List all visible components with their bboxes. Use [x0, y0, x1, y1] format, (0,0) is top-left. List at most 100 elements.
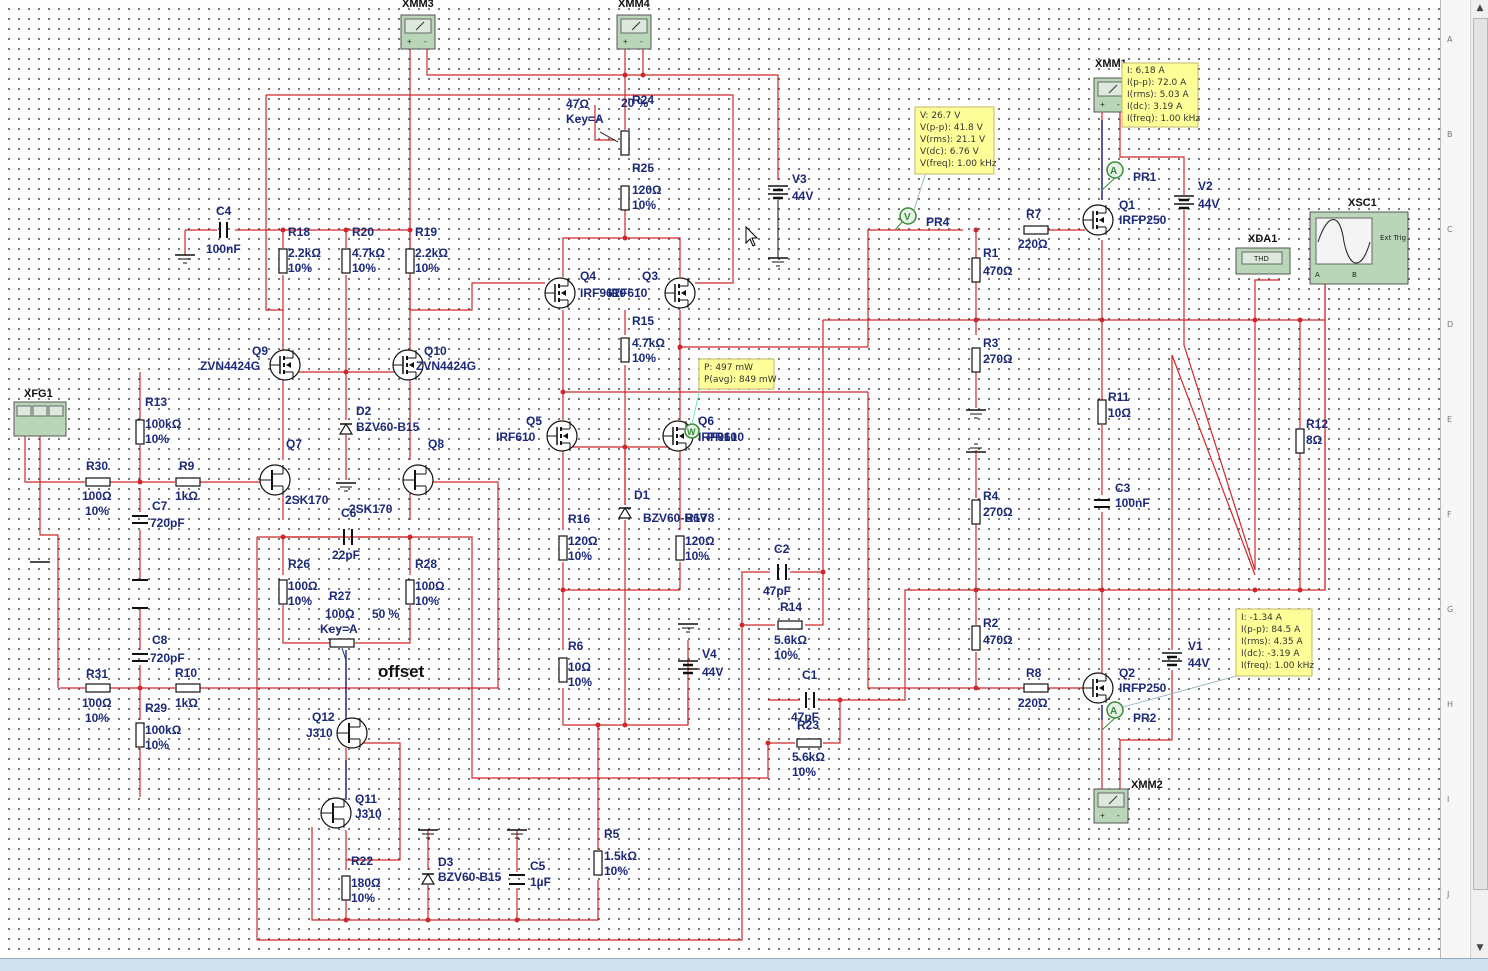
xda1-label: XDA1	[1248, 233, 1277, 245]
r12-name: R12	[1306, 417, 1328, 431]
r6-tol: 10%	[568, 675, 592, 689]
r4-value: 270Ω	[983, 505, 1013, 519]
resistor-r9[interactable]: R9 1kΩ	[175, 459, 201, 503]
distortion-analyzer-xda1[interactable]: THD XDA1	[1235, 233, 1291, 275]
zener-d3[interactable]: D3 BZV60-B15	[417, 829, 502, 885]
r28-tol: 10%	[415, 594, 439, 608]
q8-part: 2SK170	[349, 502, 393, 516]
xmm4-label: XMM4	[618, 0, 651, 10]
mosfet-q2[interactable]: Q2 IRFP250	[1082, 666, 1167, 704]
capacitor-c7[interactable]: C7 720pF	[132, 499, 185, 581]
multimeter-xmm1[interactable]: XMM1	[1093, 58, 1129, 113]
resistor-r3[interactable]: R3 270Ω	[965, 336, 1013, 419]
mosfet-q6[interactable]: Q6 IRF9610	[662, 414, 744, 452]
schematic-diagram[interactable]: +-	[0, 0, 1440, 958]
v1-name: V1	[1188, 639, 1203, 653]
resistor-r11[interactable]: R11 10Ω	[1097, 390, 1131, 425]
resistor-r10[interactable]: R10 1kΩ	[175, 666, 201, 710]
mosfet-q5[interactable]: Q5 IRF610	[496, 414, 578, 452]
r28-name: R28	[415, 557, 437, 571]
c4-value: 100nF	[206, 242, 241, 256]
resistor-r14[interactable]: R14 5.6kΩ 10%	[774, 600, 807, 662]
resistor-r12[interactable]: R12 8Ω	[1295, 417, 1328, 454]
r30-name: R30	[86, 459, 108, 473]
mosfet-q3[interactable]: Q3 IRF610	[608, 269, 696, 309]
v3-name: V3	[792, 172, 807, 186]
capacitor-c1[interactable]: C1 47pF	[791, 668, 819, 724]
r27-pct: 50 %	[372, 607, 400, 621]
capacitor-c2[interactable]: C2 47pF	[763, 542, 791, 598]
resistor-r13[interactable]: R13 100kΩ 10%	[135, 395, 182, 446]
jfet-q12[interactable]: Q12 J310	[306, 710, 368, 749]
resistor-r15[interactable]: R15 4.7kΩ 10%	[620, 314, 665, 365]
capacitor-c5[interactable]: C5 1µF	[506, 829, 551, 889]
resistor-r17[interactable]: R17 120Ω 10%	[675, 511, 715, 563]
resistor-r5[interactable]: R5 1.5kΩ 10%	[593, 827, 637, 878]
capacitor-c4[interactable]: C4 100nF	[174, 204, 241, 264]
resistor-r1[interactable]: R1 470Ω	[971, 246, 1013, 283]
pr1-readout-box: I: 6.18 A I(p-p): 72.0 A I(rms): 5.03 A …	[1121, 62, 1200, 128]
resistor-r8[interactable]: R8 220Ω	[1018, 666, 1049, 710]
battery-v4[interactable]: V4 44V	[676, 623, 723, 679]
r29-name: R29	[145, 701, 167, 715]
resistor-r25[interactable]: R25 120Ω 10%	[620, 161, 662, 212]
mosfet-q9[interactable]: Q9 ZVN4424G	[200, 344, 301, 381]
multimeter-xmm4[interactable]: XMM4	[616, 0, 652, 50]
potentiometer-r24[interactable]: 47Ω 20 % R24 Key=A	[566, 93, 654, 156]
current-probe-pr1[interactable]: A PR1	[1101, 161, 1157, 191]
resistor-r16[interactable]: R16 120Ω 10%	[558, 512, 598, 563]
vertical-scrollbar[interactable]: ▲ ▼	[1470, 0, 1488, 958]
resistor-r22[interactable]: R22 180Ω 10%	[341, 854, 381, 905]
multimeter-xmm2[interactable]: XMM2	[1093, 779, 1163, 824]
function-generator-xfg1[interactable]: XFG1	[13, 388, 67, 437]
jfet-q11[interactable]: Q11 J310	[320, 792, 382, 829]
wire-network	[24, 35, 1326, 941]
battery-v3[interactable]: V3 44V	[766, 172, 813, 267]
mosfet-q10[interactable]: Q10 ZVN4424G	[392, 344, 476, 381]
capacitor-c3[interactable]: C3 100nF	[1094, 481, 1150, 510]
jfet-q7[interactable]: Q7 2SK170	[259, 437, 329, 507]
r27-key: Key=A	[320, 622, 358, 636]
potentiometer-r27[interactable]: R27 100Ω 50 % Key=A	[320, 589, 400, 661]
resistor-r20[interactable]: R20 4.7kΩ 10%	[341, 225, 385, 275]
resistor-r26[interactable]: R26 100Ω 10%	[278, 557, 318, 608]
current-probe-pr2[interactable]: A PR2	[1101, 674, 1241, 731]
resistor-r31[interactable]: R31 100Ω 10%	[82, 667, 112, 725]
resistor-r2[interactable]: R2 470Ω	[971, 616, 1013, 651]
mosfet-q1[interactable]: Q1 IRFP250	[1082, 198, 1167, 236]
scroll-thumb[interactable]	[1473, 18, 1488, 890]
battery-v1[interactable]: V1 44V	[1160, 639, 1209, 670]
r19-value: 2.2kΩ	[415, 246, 448, 260]
resistor-r23[interactable]: R23 5.6kΩ 10%	[792, 718, 825, 779]
r26-value: 100Ω	[288, 579, 318, 593]
resistor-r7[interactable]: R7 220Ω	[1018, 207, 1049, 251]
resistor-r19[interactable]: R19 2.2kΩ 10%	[405, 225, 448, 275]
zener-d2[interactable]: D2 BZV60-B15	[335, 404, 420, 492]
scroll-down-icon[interactable]: ▼	[1476, 943, 1484, 953]
r31-value: 100Ω	[82, 696, 112, 710]
capacitor-c8[interactable]: C8 720pF	[132, 607, 185, 665]
oscilloscope-xsc1[interactable]: Ext Trig A B XSC1	[1309, 197, 1409, 285]
capacitor-c6[interactable]: C6 22pF	[332, 506, 360, 562]
v2-name: V2	[1198, 179, 1213, 193]
jfet-q8[interactable]: Q8 2SK170	[349, 437, 444, 516]
power-probe-q6[interactable]: W PR10	[684, 387, 737, 444]
resistor-r4[interactable]: R4 270Ω	[965, 443, 1013, 525]
resistor-r29[interactable]: R29 100kΩ 10%	[135, 701, 182, 752]
multimeter-xmm3[interactable]: XMM3	[400, 0, 436, 50]
mosfet-q4[interactable]: Q4 IRF9610	[544, 269, 626, 309]
schematic-canvas[interactable]	[0, 0, 1440, 958]
c8-value: 720pF	[150, 651, 185, 665]
resistor-r30[interactable]: R30 100Ω 10%	[82, 459, 112, 518]
r25-value: 120Ω	[632, 183, 662, 197]
zener-d1[interactable]: D1 BZV60-B6V8	[618, 488, 715, 525]
resistor-r28[interactable]: R28 100Ω 10%	[405, 557, 445, 608]
resistor-r6[interactable]: R6 10Ω 10%	[558, 639, 592, 689]
battery-v2[interactable]: V2 44V	[1172, 179, 1219, 211]
c6-value: 22pF	[332, 548, 360, 562]
resistor-r18[interactable]: R18 2.2kΩ 10%	[278, 225, 321, 275]
scroll-up-icon[interactable]: ▲	[1476, 3, 1484, 13]
q9-part: ZVN4424G	[200, 359, 260, 373]
voltage-probe-pr4[interactable]: V PR4	[894, 174, 950, 231]
q11-name: Q11	[355, 792, 377, 806]
